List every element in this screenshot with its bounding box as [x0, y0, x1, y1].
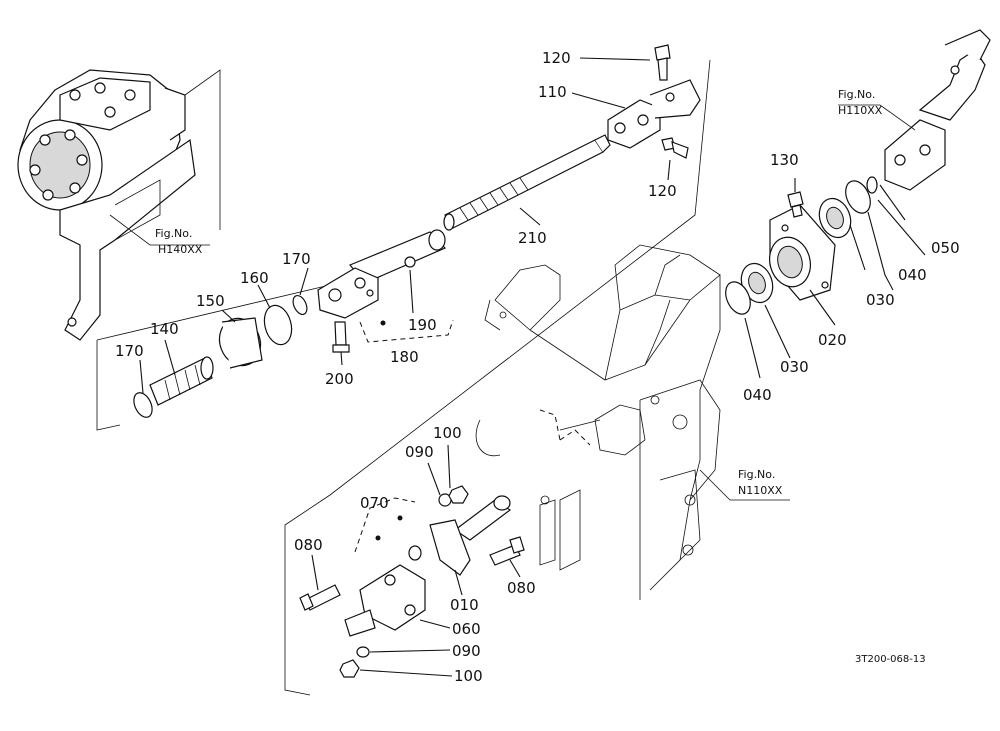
part-190-plug	[404, 256, 416, 268]
label-080-right: 080	[507, 579, 536, 597]
part-180-dot	[380, 320, 386, 326]
n110-leader	[699, 469, 790, 501]
part-020-bearing-housing	[769, 204, 836, 301]
part-200-bolt	[332, 321, 350, 353]
label-120-top: 120	[542, 49, 571, 67]
part-120-bolt-top	[654, 44, 671, 81]
label-010: 010	[450, 596, 479, 614]
leader-lines	[139, 57, 926, 677]
part-100-nut-top	[448, 485, 469, 504]
label-170-left: 170	[115, 342, 144, 360]
part-170-snap-ring-left	[133, 392, 153, 418]
label-160: 160	[240, 269, 269, 287]
fig-ref-h110-title: Fig.No.	[838, 88, 875, 101]
part-090-washer-bottom	[356, 646, 370, 658]
label-080-left: 080	[294, 536, 323, 554]
label-150: 150	[196, 292, 225, 310]
part-160-ring	[263, 304, 293, 346]
part-010-shaft	[429, 495, 512, 576]
label-050: 050	[931, 239, 960, 257]
fig-ref-h140-title: Fig.No.	[155, 227, 192, 240]
part-070-dot-b	[397, 515, 403, 521]
label-120-bottom: 120	[648, 182, 677, 200]
part-150-bearing	[218, 317, 263, 369]
part-170-snap-ring-right	[292, 294, 308, 316]
label-140: 140	[150, 320, 179, 338]
part-040-ring-right	[845, 180, 871, 214]
part-080-bolt-right	[489, 536, 525, 566]
upper-steering-joint-ref	[884, 29, 991, 191]
center-group-frame	[284, 59, 711, 696]
h140-leader	[109, 214, 210, 246]
part-labels: 120 110 120 210 130 050 040 030 020 030 …	[115, 49, 960, 685]
label-210: 210	[518, 229, 547, 247]
part-030-bearing-left	[740, 262, 774, 304]
steering-valve-assembly	[17, 69, 196, 341]
part-060-bracket	[344, 564, 426, 637]
part-140-splined-shaft	[149, 356, 214, 406]
chassis-frame	[475, 244, 721, 600]
fig-ref-h140-code: H140XX	[158, 243, 203, 256]
part-070-bushing	[408, 545, 422, 561]
label-170-right: 170	[282, 250, 311, 268]
part-030-bearing-right	[818, 197, 852, 239]
label-060: 060	[452, 620, 481, 638]
h110-leader	[838, 104, 916, 131]
part-100-nut-bottom	[339, 659, 360, 678]
label-090-bottom: 090	[452, 642, 481, 660]
label-190: 190	[408, 316, 437, 334]
part-130-bolt	[787, 191, 804, 218]
label-090-top: 090	[405, 443, 434, 461]
label-130: 130	[770, 151, 799, 169]
label-100-bottom: 100	[454, 667, 483, 685]
label-180: 180	[390, 348, 419, 366]
part-120-bolt-bottom	[661, 137, 689, 159]
label-030-left: 030	[780, 358, 809, 376]
part-110-universal-joint	[607, 79, 701, 149]
label-030-right: 030	[866, 291, 895, 309]
label-100-top: 100	[433, 424, 462, 442]
label-200: 200	[325, 370, 354, 388]
label-020: 020	[818, 331, 847, 349]
label-110: 110	[538, 83, 567, 101]
label-070: 070	[360, 494, 389, 512]
label-040-right: 040	[898, 266, 927, 284]
fig-ref-n110-code: N110XX	[738, 484, 783, 497]
part-180-bracket	[359, 319, 454, 343]
part-070-dot-a	[375, 535, 381, 541]
h140-bracket	[184, 69, 221, 230]
fig-ref-n110-title: Fig.No.	[738, 468, 775, 481]
part-080-bolt-left	[299, 584, 341, 611]
part-070-bracket	[354, 497, 416, 553]
part-050-ring	[866, 176, 878, 194]
part-210-shaft	[443, 134, 611, 231]
drawing-code: 3T200-068-13	[855, 654, 926, 665]
label-040-left: 040	[743, 386, 772, 404]
part-180-universal-joint	[317, 229, 447, 319]
fig-ref-h110-code: H110XX	[838, 104, 883, 117]
part-040-ring-left	[725, 281, 751, 315]
